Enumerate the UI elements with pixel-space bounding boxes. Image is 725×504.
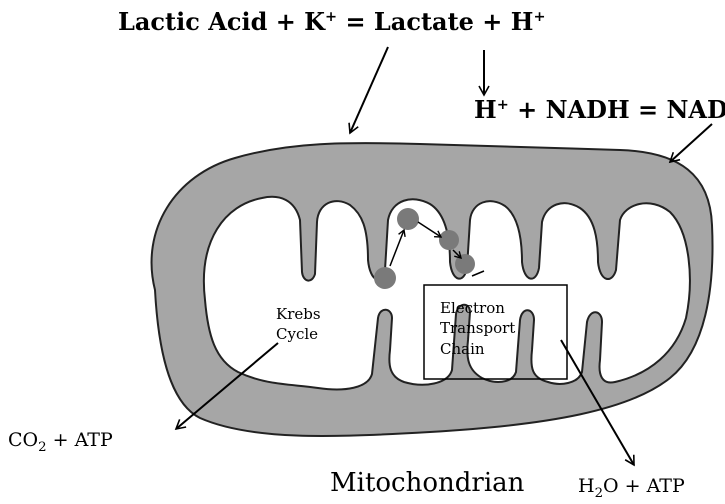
arrow-nad-to-membrane	[670, 124, 712, 162]
carrier-4	[455, 254, 475, 274]
lactate-equation: Lactic Acid + K+ = Lactate + H+	[118, 10, 546, 34]
etc-label: Electron Transport Chain	[440, 298, 515, 359]
mitochondrion-caption: Mitochondrian	[330, 470, 524, 496]
nad-equation: H+ + NADH = NAD+	[474, 98, 725, 122]
carrier-1	[374, 267, 396, 289]
carrier-2	[397, 208, 419, 230]
carrier-3	[439, 230, 459, 250]
krebs-cycle-label: Krebs Cycle	[276, 304, 321, 345]
arrow-lactate-to-membrane	[350, 47, 388, 133]
h2o-atp-label: H2O + ATP	[578, 477, 685, 496]
co2-atp-label: CO2 + ATP	[8, 431, 113, 450]
